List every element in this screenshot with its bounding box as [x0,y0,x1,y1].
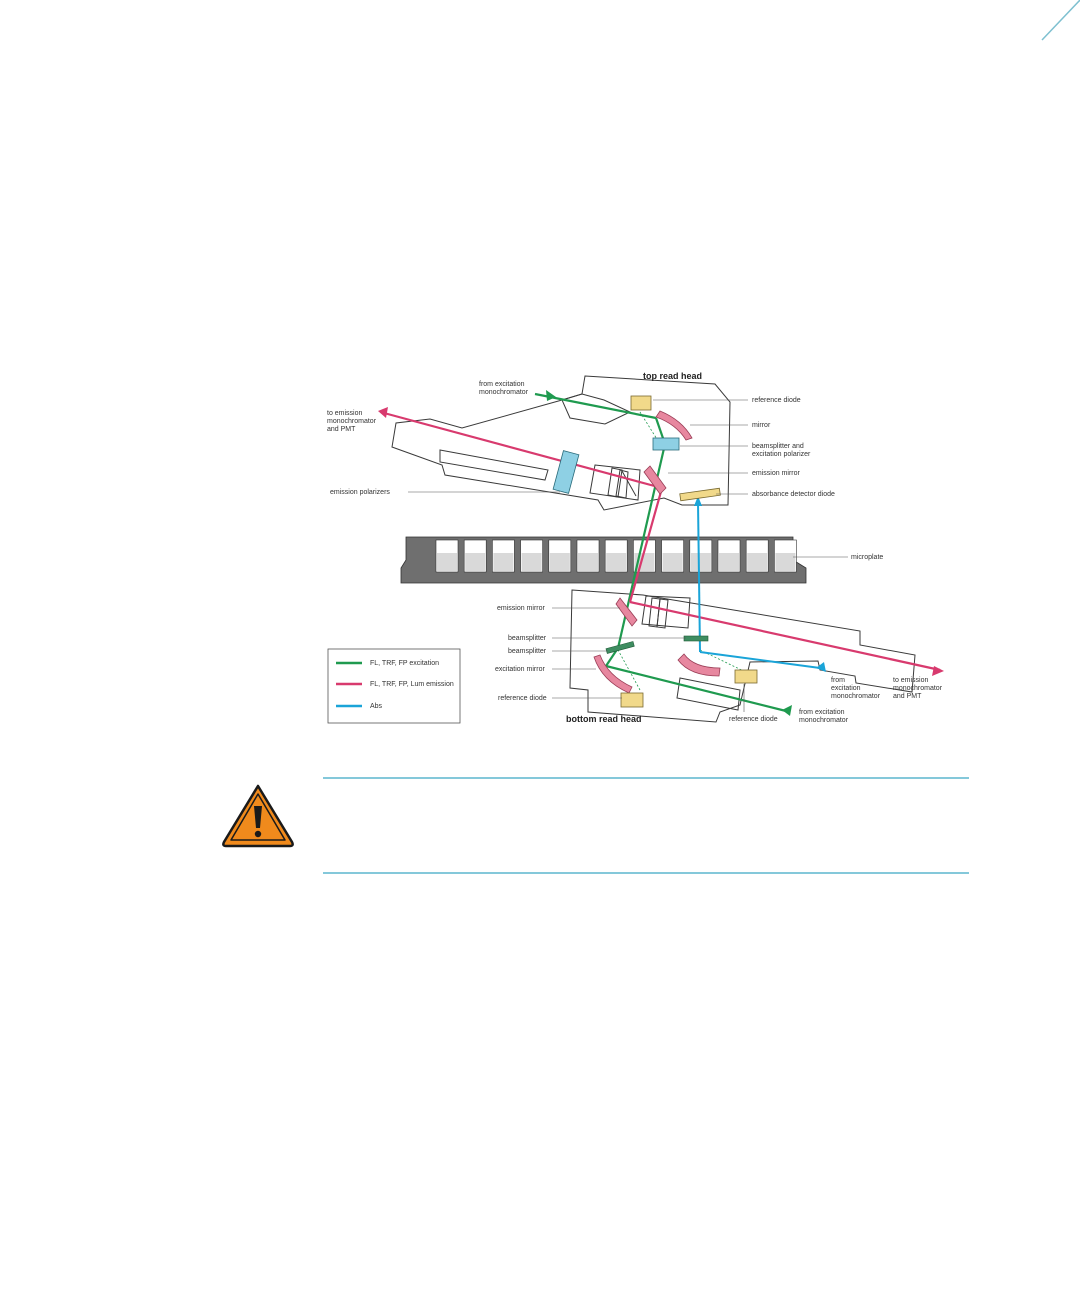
label-reference-diode-top: reference diode [752,397,801,404]
abs-mirror-bottom [677,653,721,677]
top-read-head-housing [391,375,731,511]
emission-mirror-bottom [615,597,638,627]
microplate-well-liquid [437,553,457,571]
label-mirror-top: mirror [752,422,771,429]
label-absorbance-detector-diode: absorbance detector diode [752,491,835,498]
label-reference-diode-bottom-left: reference diode [498,695,547,702]
legend-label-emission: FL, TRF, FP, Lum emission [370,681,454,688]
legend-label-absorbance: Abs [370,703,383,710]
microplate-well-liquid [719,553,739,571]
absorbance-beam [697,501,821,669]
absorbance-arrowheads [694,496,826,672]
label-from-excitation-monochromator-right: from excitation monochromator [831,677,881,700]
bottom-read-head-title: bottom read head [566,714,642,724]
label-emission-mirror-bottom: emission mirror [497,605,546,612]
emission-beam [383,411,941,672]
reference-diode-top [630,395,652,411]
microplate [400,536,807,584]
page-edge-mark [1041,0,1080,41]
emission-arrowheads [378,407,944,676]
excitation-arrowheads [546,390,792,716]
bottom-read-head-housing [569,589,916,723]
microplate-well-liquid [465,553,486,571]
microplate-well-liquid [606,553,627,571]
label-to-emission-top: to emission monochromator and PMT [327,410,378,433]
mirror-top [655,410,693,441]
label-beamsplitter-2: beamsplitter [508,648,547,655]
warning-triangle-icon [222,784,294,848]
microplate-wells [435,539,797,573]
label-to-emission-bottom: to emission monochromator and PMT [893,677,944,700]
beamsplitter-bottom-1 [683,635,709,642]
microplate-well-liquid [578,553,598,571]
label-beamsplitter-1: beamsplitter [508,635,547,642]
label-from-excitation-monochromator-bottom: from excitation monochromator [799,709,849,724]
label-emission-polarizers: emission polarizers [330,489,390,496]
reference-diode-bottom-left [620,692,644,708]
label-from-excitation-monochromator-top: from excitation monochromator [479,381,529,396]
microplate-well-liquid [521,553,542,571]
microplate-well-liquid [775,553,796,571]
leader-lines [408,399,848,712]
label-reference-diode-bottom-mid: reference diode [729,716,778,723]
absorbance-detector-diode [679,487,721,502]
microplate-well-liquid [747,553,768,571]
microplate-well-liquid [690,553,711,571]
excitation-mirror [593,654,633,694]
reference-diode-bottom-mid [734,669,758,684]
emission-mirror-top [643,465,667,495]
emission-polarizer [552,450,580,494]
microplate-well-liquid [493,553,514,571]
label-beamsplitter-excitation-polarizer: beamsplitter and excitation polarizer [752,443,811,458]
microplate-well-liquid [662,553,683,571]
top-read-head-title: top read head [643,371,702,381]
beamsplitter-excitation-polarizer [652,437,680,451]
legend-label-excitation: FL, TRF, FP excitation [370,660,439,667]
legend: FL, TRF, FP excitation FL, TRF, FP, Lum … [327,648,461,724]
microplate-well-liquid [549,553,570,571]
label-microplate: microplate [851,554,883,561]
label-excitation-mirror: excitation mirror [495,666,545,673]
legend-box [327,648,461,724]
label-emission-mirror-top: emission mirror [752,470,801,477]
